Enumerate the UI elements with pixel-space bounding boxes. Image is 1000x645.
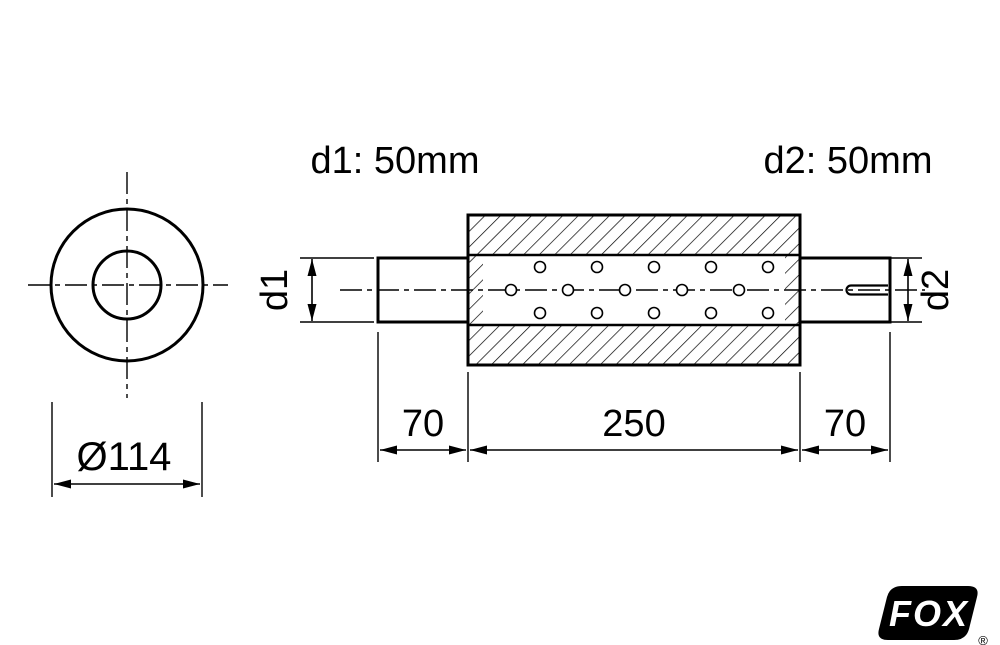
outlet-clamp-slot — [845, 284, 888, 296]
muffler-body-outline — [466, 213, 802, 367]
fox-logo-badge — [878, 586, 978, 640]
d1-axis-label: d1 — [254, 269, 296, 311]
perforation-hole — [561, 283, 575, 297]
perforation-hole — [504, 283, 518, 297]
inlet-length-label: 70 — [402, 403, 444, 445]
front-view: Ø114 — [28, 172, 228, 497]
perforation-hole — [533, 260, 547, 274]
perforation-hole — [732, 283, 746, 297]
perforation-hole — [618, 283, 632, 297]
side-view — [340, 213, 925, 367]
registered-trademark-symbol: ® — [978, 633, 988, 645]
outlet-length-label: 70 — [824, 403, 866, 445]
inner-pipe-circle — [91, 249, 163, 321]
perforation-hole — [590, 306, 604, 320]
perforation-hole — [761, 306, 775, 320]
fox-logo-text: FOX — [889, 593, 969, 634]
hatched-absorption-material — [468, 215, 800, 365]
d2-dimension: d2 — [890, 257, 957, 323]
d2-callout: d2: 50mm — [764, 140, 933, 182]
d2-axis-label: d2 — [915, 269, 957, 311]
outer-shell-circle — [49, 207, 205, 363]
d1-dimension: d1 — [254, 257, 374, 323]
outlet-pipe — [800, 256, 892, 324]
diameter-label: Ø114 — [77, 435, 172, 479]
length-dimensions: 70 250 70 — [377, 332, 891, 462]
perforation-hole — [647, 306, 661, 320]
perforation-hole — [675, 283, 689, 297]
perforation-hole — [761, 260, 775, 274]
perforation-hole — [533, 306, 547, 320]
perforation-hole — [590, 260, 604, 274]
perforation-hole — [647, 260, 661, 274]
perforation-hole — [704, 306, 718, 320]
diameter-dimension: Ø114 — [51, 402, 203, 497]
perforation-holes — [504, 260, 775, 320]
d1-callout: d1: 50mm — [311, 140, 480, 182]
perforation-hole — [704, 260, 718, 274]
inlet-pipe — [376, 256, 468, 324]
fox-logo: FOX ® — [878, 586, 988, 645]
body-length-label: 250 — [602, 403, 665, 445]
